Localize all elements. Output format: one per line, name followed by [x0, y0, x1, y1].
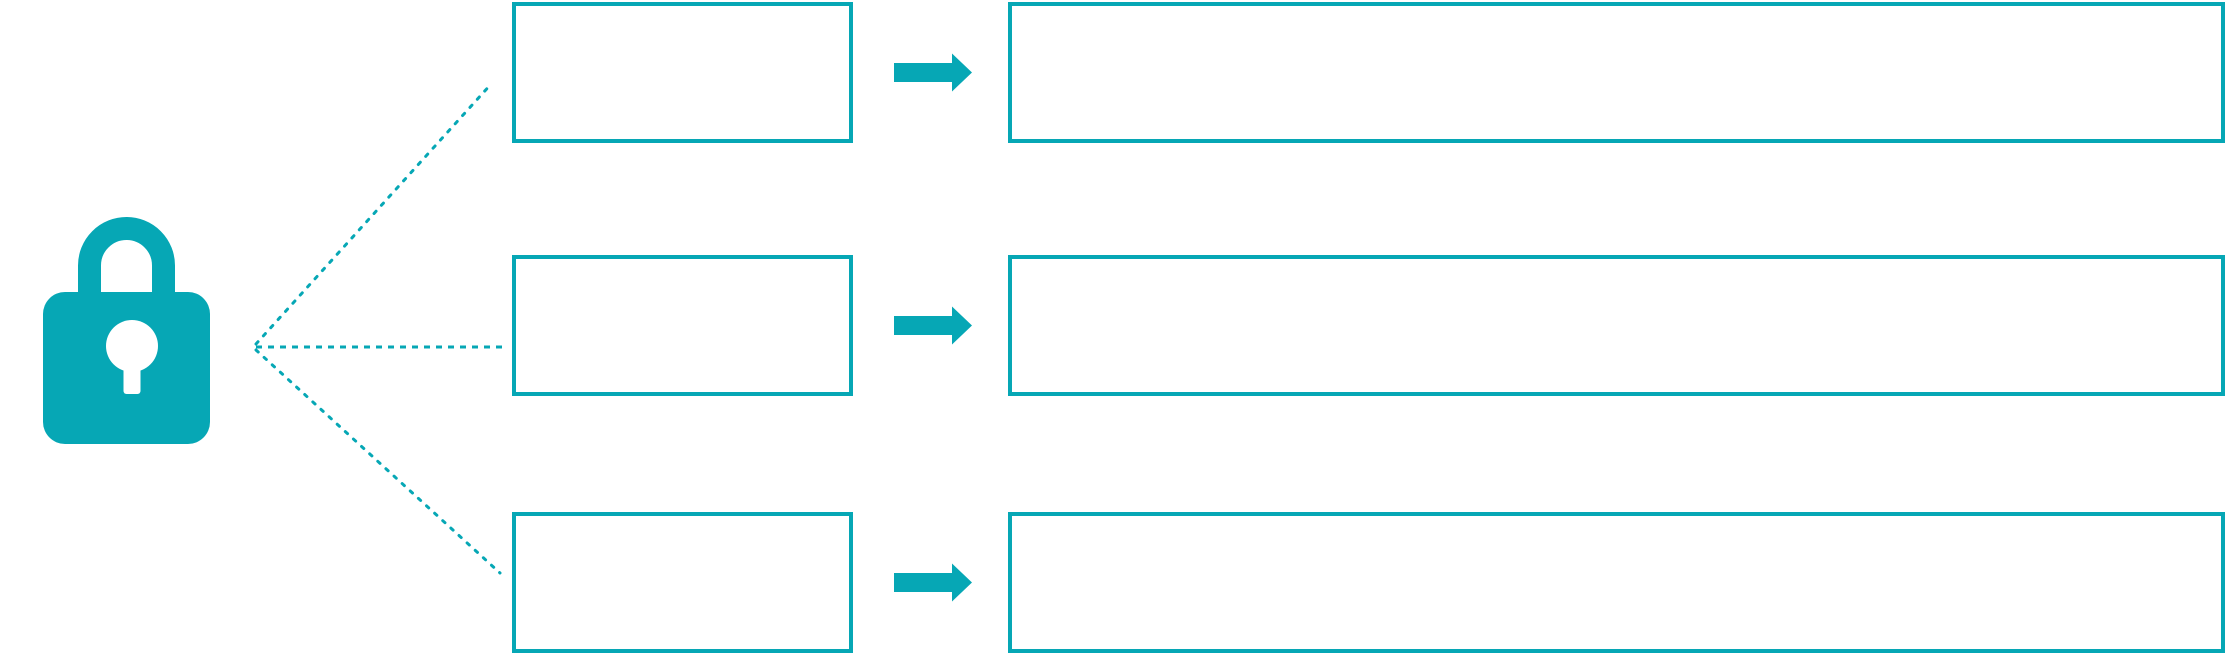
- arrow-right-icon: [894, 53, 972, 92]
- branch-detail-box-3: [1008, 512, 2225, 653]
- connector-line-top: [254, 81, 494, 346]
- connector-lines: [254, 81, 505, 575]
- arrow-right-icon: [894, 306, 972, 345]
- row-arrows: [894, 53, 972, 602]
- lock-icon: [43, 217, 210, 444]
- branch-label-box-2: [512, 255, 853, 396]
- connector-line-bottom: [254, 348, 502, 575]
- branch-label-box-1: [512, 2, 853, 143]
- branch-label-box-3: [512, 512, 853, 653]
- branch-detail-box-1: [1008, 2, 2225, 143]
- arrow-right-icon: [894, 563, 972, 602]
- branch-detail-box-2: [1008, 255, 2225, 396]
